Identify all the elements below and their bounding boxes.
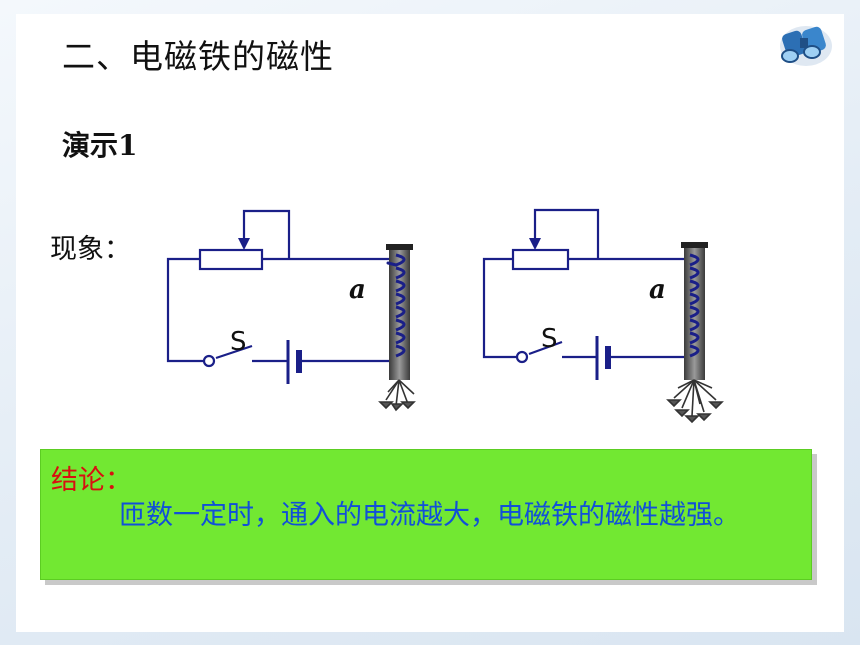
rheostat-1 (198, 248, 264, 271)
coil-1 (386, 253, 406, 358)
binoculars-icon (780, 26, 832, 66)
demo-label: 演示1 (62, 129, 138, 162)
switch-label-1: S (230, 327, 247, 357)
circuit-1 (166, 209, 393, 384)
circuit-2 (482, 208, 686, 380)
conclusion-box: 结论： 匝数一定时，通入的电流越大，电磁铁的磁性越强。 (40, 449, 812, 580)
coil-label-2: a (649, 275, 666, 305)
coil-label-1: a (349, 275, 366, 305)
switch-label-2: S (541, 324, 558, 354)
pins-2 (666, 379, 724, 424)
electromagnet-core-2 (681, 242, 708, 380)
slide-title: 二、电磁铁的磁性 (62, 37, 334, 76)
rheostat-2 (511, 248, 570, 271)
electromagnet-core-1 (386, 244, 413, 380)
pins-1 (378, 379, 416, 412)
phenomenon-label: 现象： (50, 234, 131, 265)
conclusion-label: 结论： (51, 465, 132, 496)
coil-2 (689, 253, 700, 358)
conclusion-text: 匝数一定时，通入的电流越大，电磁铁的磁性越强。 (119, 500, 740, 531)
